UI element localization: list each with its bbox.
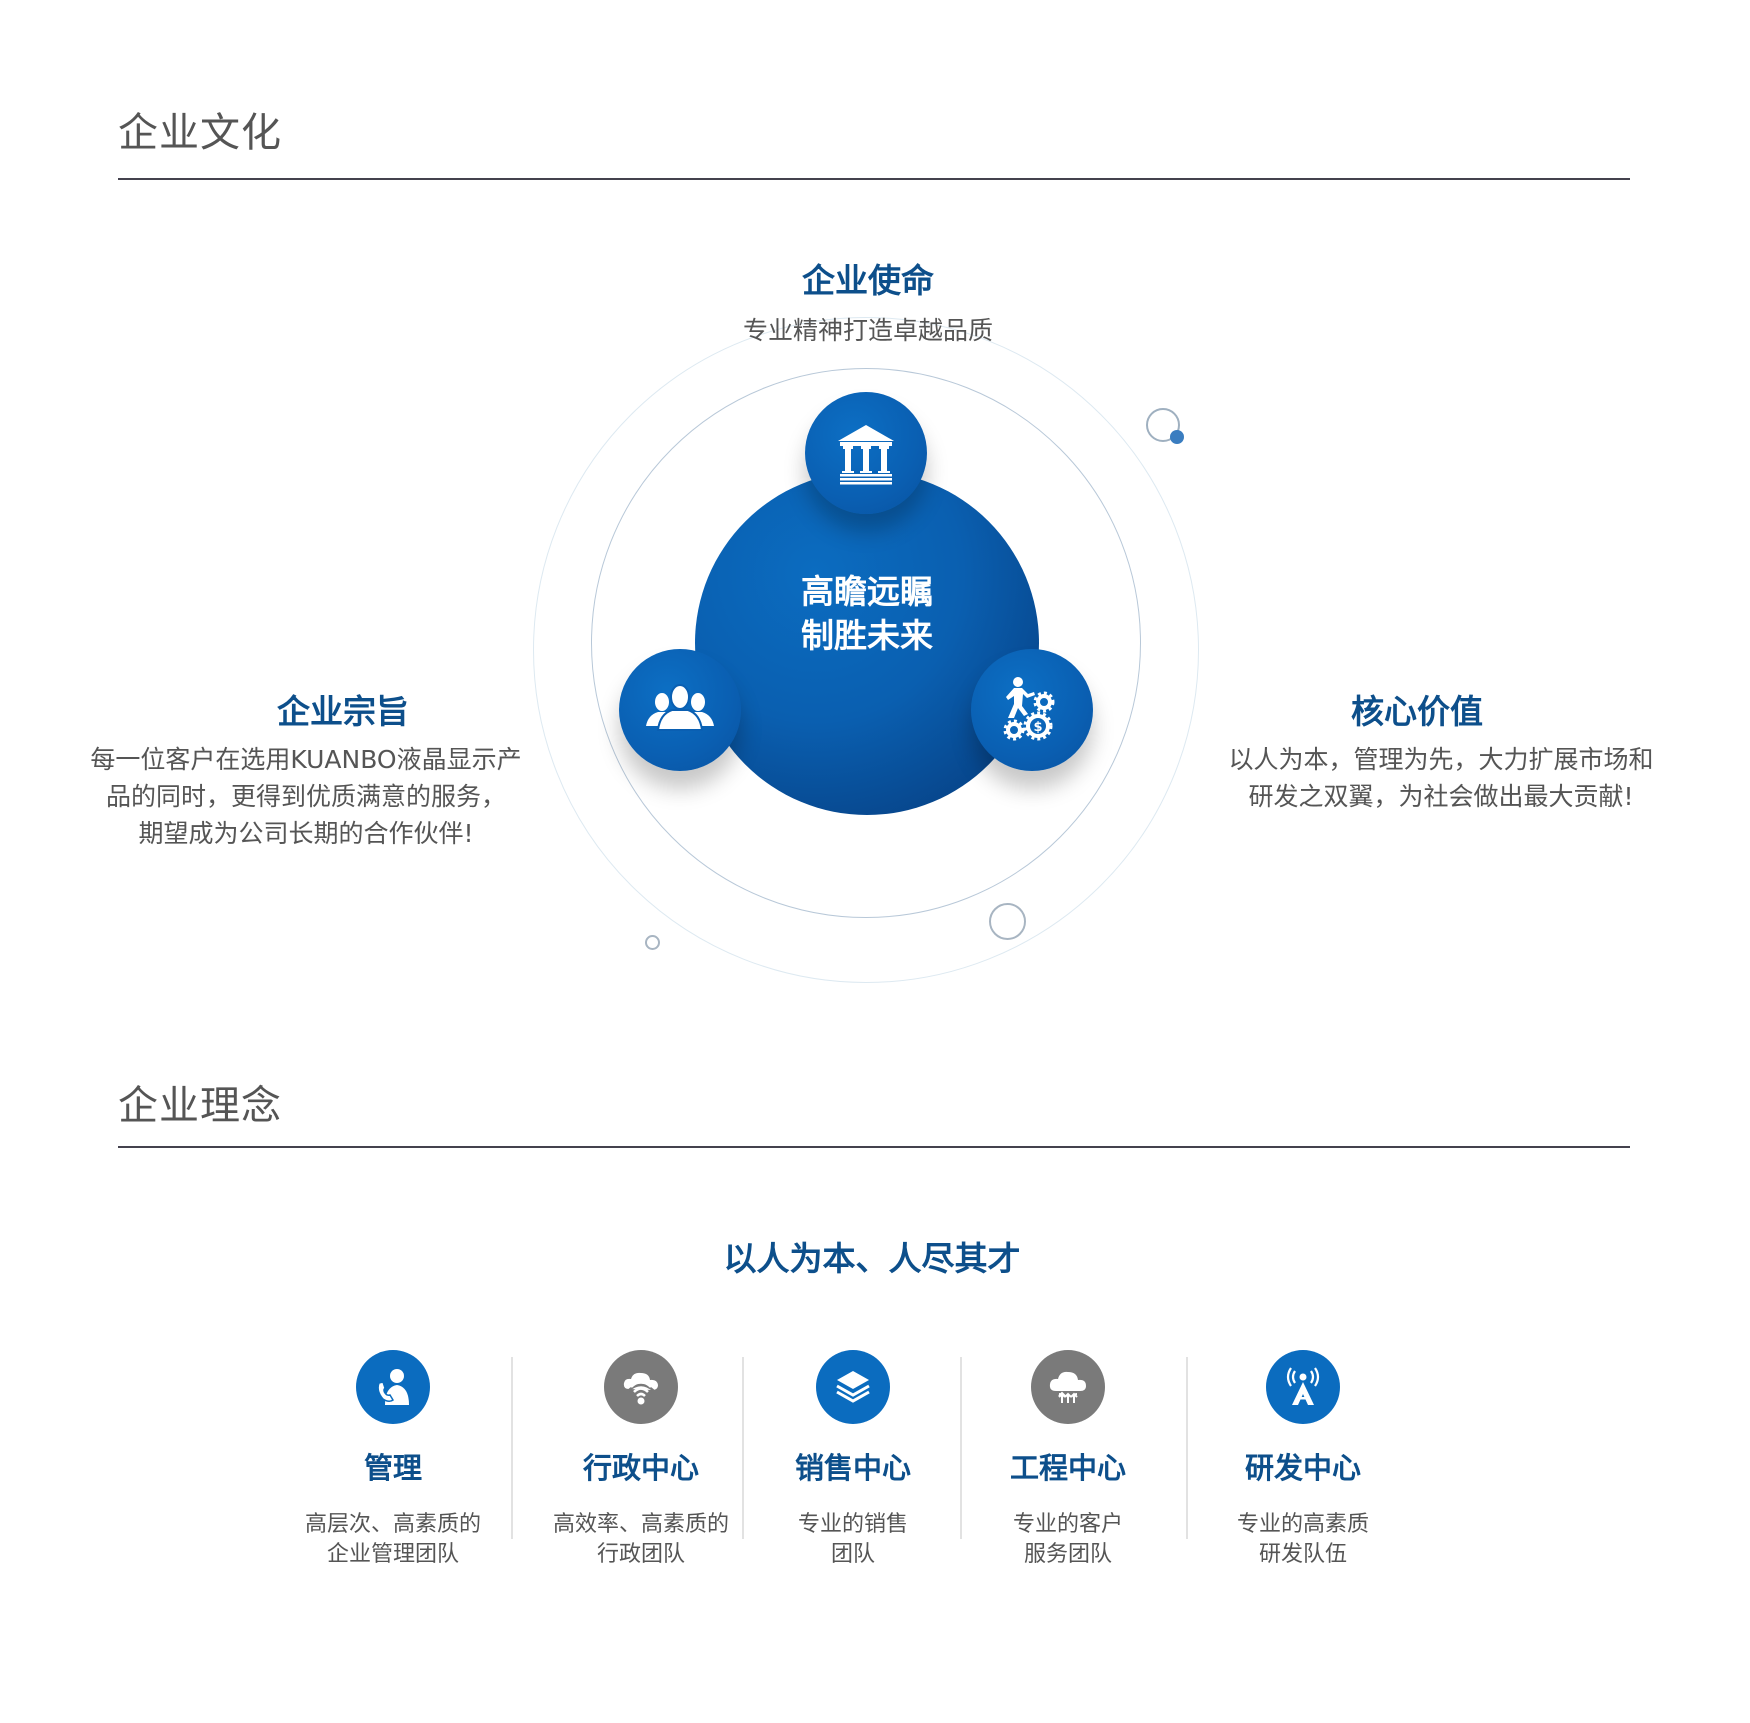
dept-title: 工程中心 (1009, 1451, 1126, 1485)
dept-desc-line: 高效率、高素质的 (552, 1512, 729, 1537)
person-phone-icon (377, 1369, 409, 1405)
cloud-wifi-icon (623, 1372, 658, 1405)
purpose-line-3: 期望成为公司长期的合作伙伴! (138, 819, 474, 848)
dept-management: 管理 高层次、高素质的 企业管理团队 (278, 1350, 508, 1570)
dept-icon-circle (816, 1350, 890, 1424)
column-divider (960, 1357, 962, 1539)
dept-desc-line: 专业的客户 (1012, 1512, 1123, 1537)
dept-desc: 专业的销售 团队 (738, 1510, 968, 1570)
decor-ring-medium (989, 903, 1026, 940)
section-title-culture: 企业文化 (118, 110, 282, 156)
dept-desc-line: 行政团队 (596, 1542, 685, 1567)
dept-desc-line: 研发队伍 (1258, 1542, 1347, 1567)
layers-stack-icon (836, 1371, 870, 1403)
values-line-2: 研发之双翼，为社会做出最大贡献! (1248, 782, 1634, 811)
purpose-title: 企业宗旨 (277, 692, 409, 731)
dept-desc-line: 专业的销售 (797, 1512, 908, 1537)
cloud-arrows-icon (1049, 1371, 1086, 1403)
signal-tower-icon (1286, 1367, 1320, 1405)
column-divider (742, 1357, 744, 1539)
mission-text: 专业精神打造卓越品质 (742, 316, 993, 345)
purpose-text: 每一位客户在选用KUANBO液晶显示产 品的同时，更得到优质满意的服务， 期望成… (56, 741, 556, 852)
dept-desc: 高效率、高素质的 行政团队 (526, 1510, 756, 1570)
decor-ring-small (1146, 408, 1180, 442)
dept-desc: 专业的高素质 研发队伍 (1188, 1510, 1418, 1570)
dept-desc-line: 企业管理团队 (326, 1542, 459, 1567)
dept-title: 行政中心 (582, 1451, 699, 1485)
mission-title: 企业使命 (802, 261, 934, 300)
people-group-icon (646, 684, 714, 731)
dept-icon-circle (604, 1350, 678, 1424)
svg-text:$: $ (1033, 720, 1042, 735)
bank-columns-icon (838, 425, 894, 485)
section-divider (118, 1146, 1630, 1148)
purpose-line-2: 品的同时，更得到优质满意的服务， (105, 782, 506, 811)
column-divider (511, 1357, 513, 1539)
dept-engineering: 工程中心 专业的客户 服务团队 (953, 1350, 1183, 1570)
dept-desc-line: 高层次、高素质的 (304, 1512, 481, 1537)
values-text: 以人为本，管理为先，大力扩展市场和 研发之双翼，为社会做出最大贡献! (1191, 741, 1691, 815)
dept-title: 管理 (363, 1451, 422, 1485)
outer-ring (533, 317, 1199, 983)
purpose-line-1: 每一位客户在选用KUANBO液晶显示产 (90, 745, 522, 774)
dept-title: 销售中心 (794, 1451, 911, 1485)
section-divider (118, 178, 1630, 180)
section-title-philosophy: 企业理念 (118, 1083, 282, 1129)
dept-rnd: 研发中心 专业的高素质 研发队伍 (1188, 1350, 1418, 1570)
dept-icon-circle (1031, 1350, 1105, 1424)
dept-desc: 专业的客户 服务团队 (953, 1510, 1183, 1570)
decor-ring-tiny (645, 935, 660, 950)
philosophy-slogan: 以人为本、人尽其才 (723, 1239, 1021, 1278)
values-line-1: 以人为本，管理为先，大力扩展市场和 (1228, 745, 1654, 774)
core-slogan-line2: 制胜未来 (801, 616, 933, 655)
dept-desc-line: 服务团队 (1023, 1542, 1112, 1567)
dept-title: 研发中心 (1244, 1451, 1361, 1485)
column-divider (1186, 1357, 1188, 1539)
dept-desc-line: 团队 (830, 1542, 875, 1567)
core-slogan: 高瞻远瞩 制胜未来 (695, 570, 1039, 658)
values-icon-circle: $ (971, 649, 1093, 771)
decor-dot (1170, 430, 1184, 444)
purpose-icon-circle (619, 649, 741, 771)
mission-icon-circle (805, 392, 927, 514)
core-slogan-line1: 高瞻远瞩 (801, 572, 933, 611)
dept-icon-circle (356, 1350, 430, 1424)
dept-sales: 销售中心 专业的销售 团队 (738, 1350, 968, 1570)
inner-ring (591, 368, 1141, 918)
dept-desc: 高层次、高素质的 企业管理团队 (278, 1510, 508, 1570)
runner-gears-money-icon: $ (1003, 677, 1055, 741)
values-title: 核心价值 (1351, 692, 1483, 731)
dept-admin: 行政中心 高效率、高素质的 行政团队 (526, 1350, 756, 1570)
dept-icon-circle (1266, 1350, 1340, 1424)
core-circle (695, 471, 1039, 815)
dept-desc-line: 专业的高素质 (1236, 1512, 1369, 1537)
